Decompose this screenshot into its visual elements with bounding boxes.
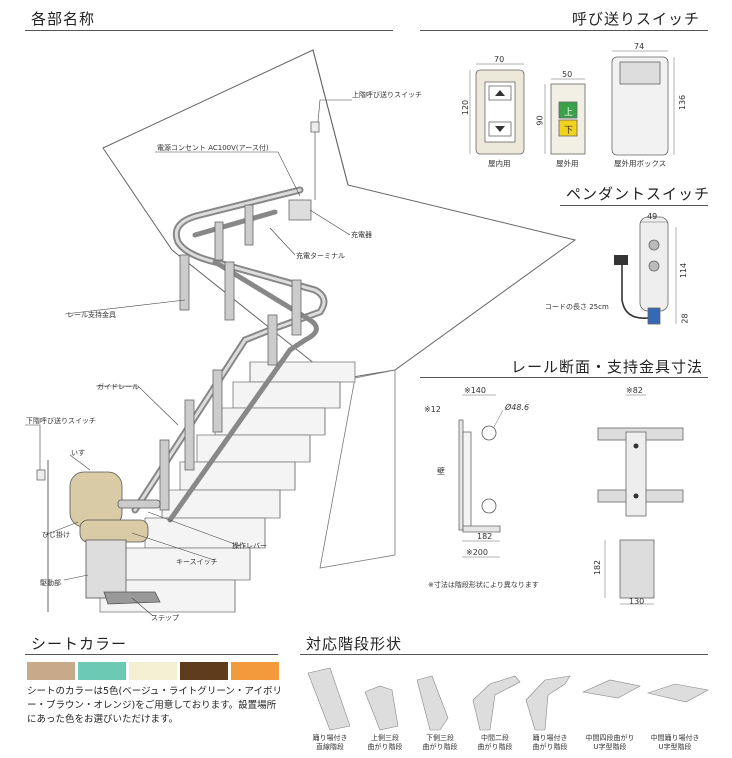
pendant-width: 49 [647,212,658,221]
outdoor-up-label: 上 [564,108,574,118]
label-key-switch: キースイッチ [176,558,218,566]
stairs-title: 対応階段形状 [306,635,403,653]
rail-section-note: ※寸法は階段形状により異なります [428,581,539,589]
label-charger: 充電器 [351,231,372,239]
dim-200: ※200 [466,548,488,557]
indoor-caption: 屋内用 [488,159,511,168]
seat-color-note: シートのカラーは5色(ベージュ・ライトグリーン・アイボリー・ブラウン・オレンジ)… [27,686,282,725]
label-lower-switch: 下階呼び送りスイッチ [26,417,96,425]
call-switch-title: 呼び送りスイッチ [572,10,701,28]
dim-182a: 182 [477,532,493,541]
swatch-ivory [129,662,177,680]
pendant-title: ペンダントスイッチ [566,185,711,203]
stair-type-2: 上側三段曲がり階段 [367,734,403,751]
label-guide-rail: ガイドレール [97,383,139,391]
swatch-brown [180,662,228,680]
parts-title-rule [25,30,393,31]
label-armrest: ひじ掛け [42,531,70,539]
label-charge-terminal: 充電ターミナル [296,252,345,260]
stair-type-4: 中間二段曲がり階段 [477,734,513,751]
stair-type-5: 踊り場付き曲がり階段 [532,734,568,751]
seat-color-title-rule [25,654,278,655]
outdoor-down-label: 下 [564,126,574,136]
parts-title: 各部名称 [31,10,96,28]
dim-box-width: 74 [634,42,645,51]
rail-section-title-rule [420,377,708,378]
outdoor-box-caption: 屋外用ボックス [614,159,667,168]
rail-section-title: レール断面・支持金具寸法 [511,358,704,376]
label-drive: 駆動部 [40,579,61,587]
label-outlet: 電源コンセント AC100V(アース付) [157,144,269,152]
wall-label: 壁 [437,467,445,476]
dim-140: ※140 [464,386,486,395]
stair-type-1: 踊り場付き直線階段 [312,734,348,751]
stairs-title-rule [300,654,708,655]
dim-82: ※82 [626,386,643,395]
swatch-beige [27,662,75,680]
label-rail-bracket: レール支持金具 [67,311,116,319]
outdoor-caption: 屋外用 [556,159,579,168]
dim-130: 130 [629,597,645,606]
label-step: ステップ [151,614,179,622]
label-lever: 操作レバー [232,542,267,550]
dim-outdoor-width: 50 [562,70,573,79]
call-switch-title-rule [420,30,708,31]
swatch-orange [231,662,279,680]
label-upper-switch: 上階呼び送りスイッチ [352,91,422,99]
label-chair: いす [71,449,85,457]
swatch-light-green [78,662,126,680]
dim-indoor-width: 70 [494,55,505,64]
pendant-cord: コードの長さ 25cm [545,303,609,311]
stair-type-3: 下側三段曲がり階段 [422,734,458,751]
dim-diameter: Ø48.6 [505,403,530,412]
dim-12: ※12 [424,405,441,414]
seat-color-title: シートカラー [31,635,128,653]
pendant-title-rule [560,205,708,206]
